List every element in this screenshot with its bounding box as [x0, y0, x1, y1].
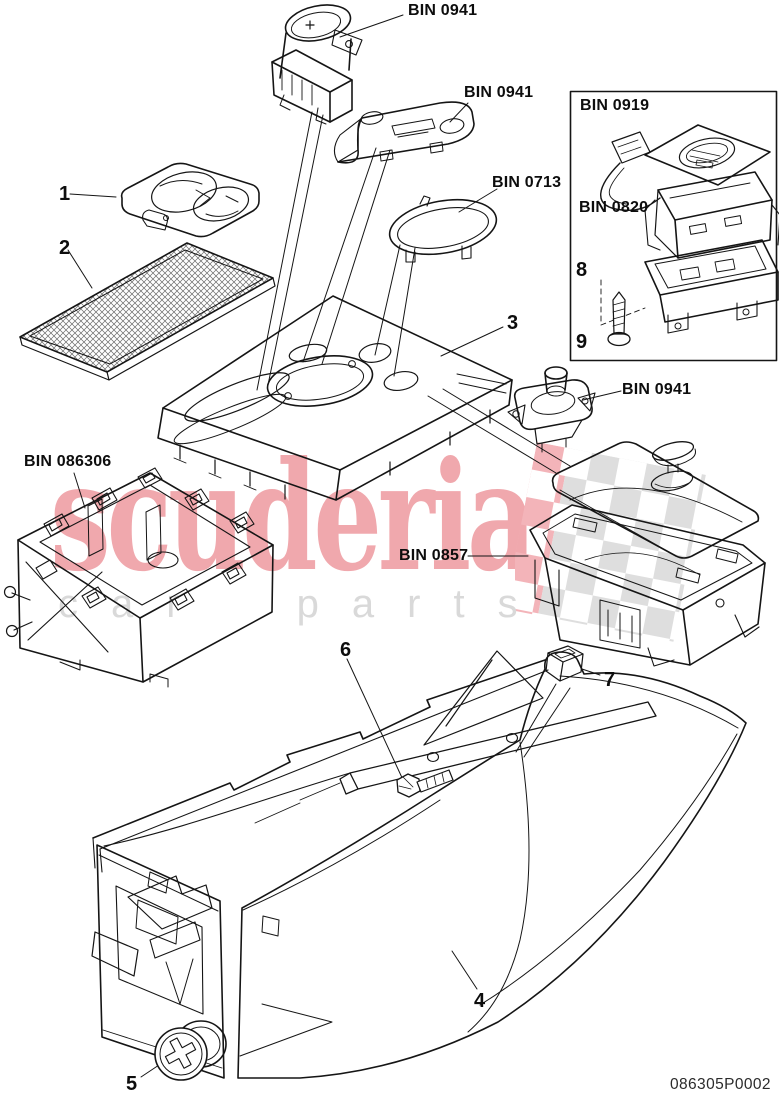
callout-item-6: 6 — [340, 639, 352, 661]
callout-bin-086306: BIN 086306 — [24, 453, 112, 470]
watermark-tagline: car parts — [58, 582, 551, 626]
callout-item-5: 5 — [126, 1073, 138, 1095]
leader-lines — [67, 14, 647, 1078]
part-screw — [607, 291, 631, 347]
inset-box — [569, 90, 778, 362]
part-cupholder-insert — [120, 162, 260, 238]
callout-bin-0713: BIN 0713 — [492, 174, 562, 191]
part-console-side-panel — [237, 651, 747, 1079]
part-console-frame — [91, 650, 657, 977]
callout-item-3: 3 — [507, 312, 519, 334]
part-joystick-switch — [507, 366, 596, 453]
callout-bin-0820: BIN 0820 — [579, 199, 649, 216]
callout-item-1: 1 — [59, 183, 71, 205]
part-phone-cradle — [644, 171, 779, 259]
part-trim-ring — [388, 195, 498, 263]
callout-bin-0857: BIN 0857 — [399, 547, 469, 564]
callout-item-9: 9 — [576, 331, 588, 353]
watermark-brand: scuderia — [50, 429, 537, 605]
part-storage-bin — [3, 467, 274, 688]
callout-item-4: 4 — [474, 990, 486, 1012]
drawing-code: 086305P0002 — [670, 1076, 771, 1093]
callout-bin-0919: BIN 0919 — [580, 97, 650, 114]
callout-item-8: 8 — [576, 259, 588, 281]
part-plug — [154, 1020, 227, 1081]
part-rotary-switch — [271, 4, 363, 125]
part-window-switch-bank — [333, 101, 475, 164]
callout-bin-0941-joystick: BIN 0941 — [622, 381, 692, 398]
part-rubber-mat — [19, 242, 276, 381]
part-bolt — [396, 769, 454, 798]
part-trim-plate — [157, 295, 513, 501]
part-clip — [545, 645, 584, 682]
part-phone-tray — [600, 239, 779, 334]
callout-bin-0941-switchbank: BIN 0941 — [464, 84, 534, 101]
callout-item-7: 7 — [604, 669, 616, 691]
callout-item-2: 2 — [59, 237, 71, 259]
part-armrest-lid — [551, 441, 760, 559]
part-armrest-body — [529, 504, 766, 667]
callout-bin-0941-top: BIN 0941 — [408, 2, 478, 19]
